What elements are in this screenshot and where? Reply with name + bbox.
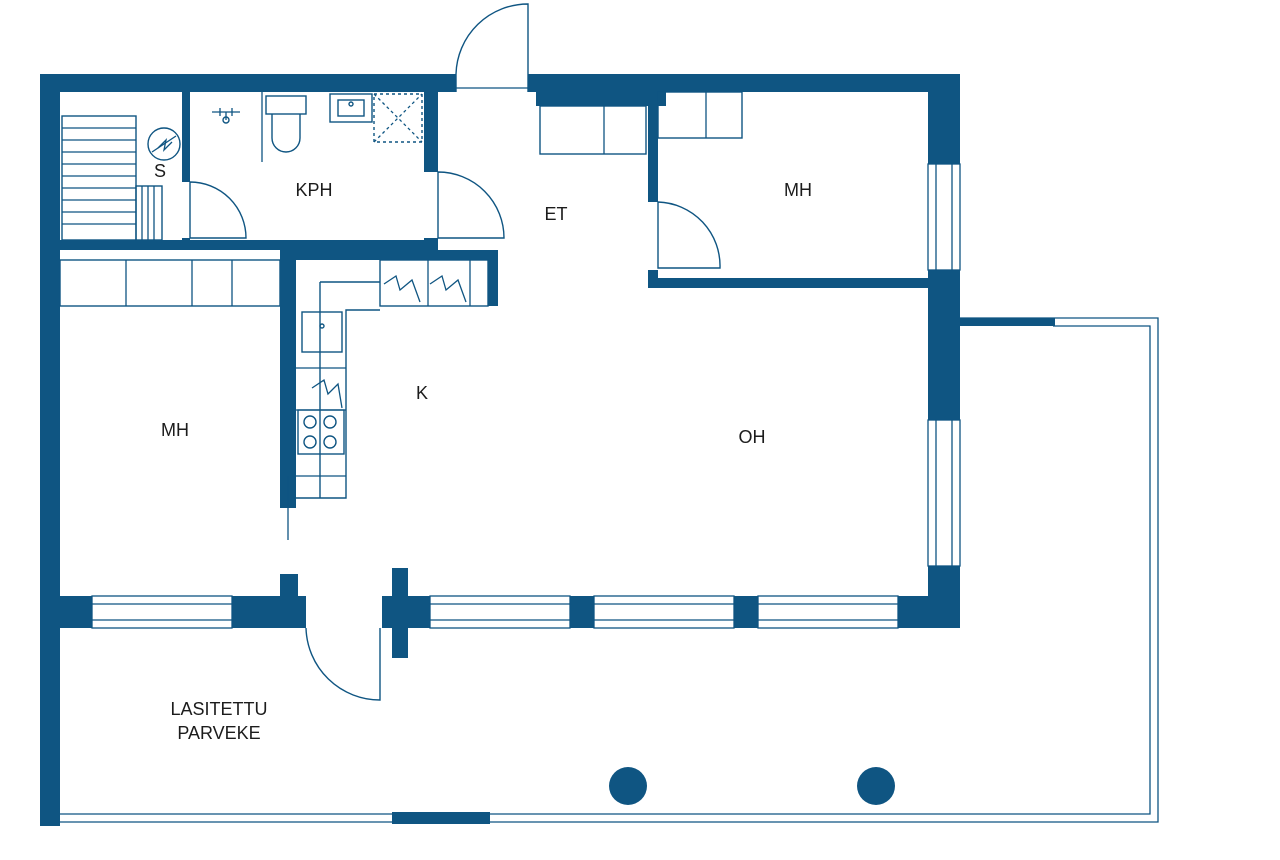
sauna-stove-icon: [147, 127, 181, 161]
doors: [189, 3, 721, 701]
sink-icon: [329, 93, 373, 123]
bedroom-wardrobe: [59, 259, 281, 307]
interior-walls: [58, 92, 938, 508]
room-label-balcony-line2: PARVEKE: [177, 723, 260, 743]
sauna-fixtures: [61, 115, 181, 241]
room-label-bedroom-top: MH: [784, 180, 812, 200]
room-label-sauna: S: [154, 161, 166, 181]
room-label-hall: ET: [544, 204, 567, 224]
balcony-column-right: [857, 767, 895, 805]
bathroom-fixtures: [212, 92, 423, 162]
balcony-column-left: [609, 767, 647, 805]
windows: [91, 163, 961, 629]
hall-wardrobes: [539, 91, 743, 155]
toilet-icon: [265, 95, 307, 115]
room-label-bathroom: KPH: [295, 180, 332, 200]
room-label-living-room: OH: [739, 427, 766, 447]
room-label-bedroom-left: MH: [161, 420, 189, 440]
kitchen-fixtures: [296, 259, 489, 499]
exterior-walls: [40, 74, 960, 826]
balcony-outline: [58, 317, 1159, 824]
room-label-balcony-line1: LASITETTU: [170, 699, 267, 719]
room-label-kitchen: K: [416, 383, 428, 403]
shower-icon: [373, 93, 423, 143]
stove-icon: [297, 409, 345, 455]
